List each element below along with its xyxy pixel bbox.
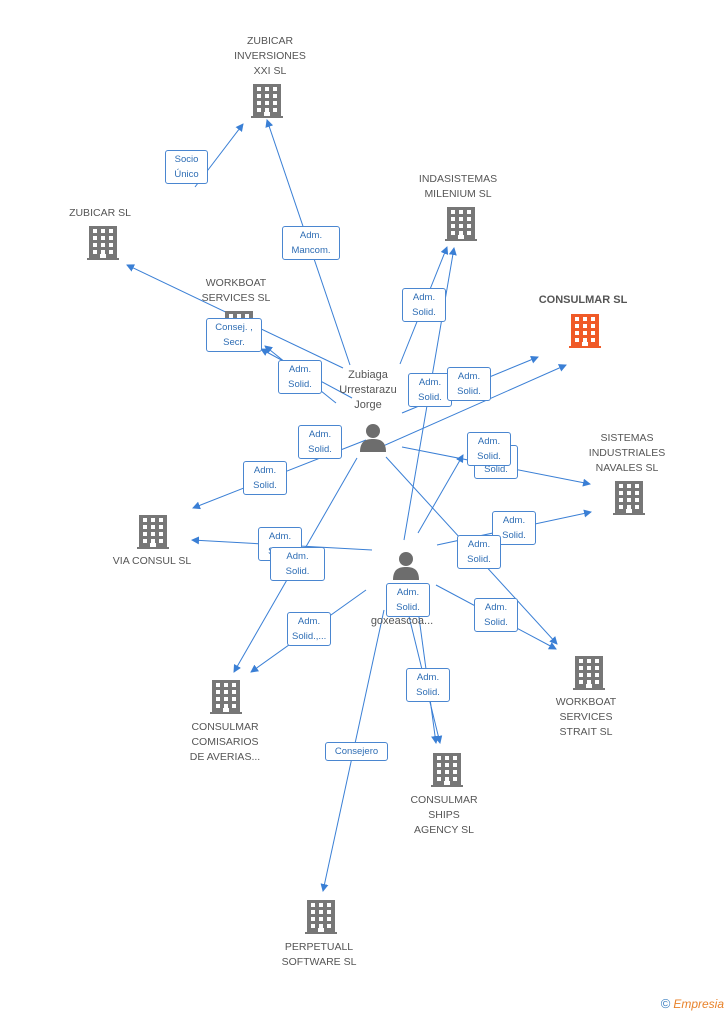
edge-label-adm-solid[interactable]: Adm. Solid.,... xyxy=(287,612,331,646)
building-icon[interactable] xyxy=(305,900,337,939)
building-icon[interactable] xyxy=(137,515,169,554)
edge-label-adm-solid[interactable]: Adm. Solid. xyxy=(278,360,322,394)
company-label-perpetuall[interactable]: PERPETUALL SOFTWARE SL xyxy=(281,941,357,968)
edge-label-adm-mancom[interactable]: Adm. Mancom. xyxy=(282,226,340,260)
company-label-ships[interactable]: CONSULMAR SHIPS AGENCY SL xyxy=(410,794,478,836)
building-icon[interactable] xyxy=(569,314,601,353)
building-icon[interactable] xyxy=(573,656,605,695)
edge-label-adm-solid[interactable]: Adm. Solid. xyxy=(447,367,491,401)
company-label-comisarios[interactable]: CONSULMAR COMISARIOS DE AVERIAS... xyxy=(189,721,261,763)
person-icon[interactable] xyxy=(391,550,421,585)
edge-label-adm-solid[interactable]: Adm. Solid. xyxy=(402,288,446,322)
person-icon[interactable] xyxy=(358,422,388,457)
edge-label-socio-unico[interactable]: Socio Único xyxy=(165,150,208,184)
company-label-zubicar-inversiones[interactable]: ZUBICAR INVERSIONES XXI SL xyxy=(234,35,306,77)
edge-label-adm-solid[interactable]: Adm. Solid. xyxy=(298,425,342,459)
edge-label-adm-solid[interactable]: Adm. Solid. xyxy=(386,583,430,617)
building-icon[interactable] xyxy=(613,481,645,520)
edge-label-adm-solid[interactable]: Adm. Solid. xyxy=(243,461,287,495)
edge-label-adm-solid[interactable]: Adm. Solid. xyxy=(467,432,511,466)
brand-name: Empresia xyxy=(673,997,724,1011)
edge-label-adm-solid[interactable]: Adm. Solid. xyxy=(457,535,501,569)
edge-line xyxy=(373,364,567,451)
copyright-icon: © xyxy=(660,996,671,1011)
edge-line xyxy=(417,454,464,534)
brand-watermark: ©Empresia xyxy=(661,996,724,1011)
edge-label-adm-solid[interactable]: Adm. Solid. xyxy=(408,373,452,407)
building-icon[interactable] xyxy=(251,84,283,123)
edge-label-adm-solid[interactable]: Adm. Solid. xyxy=(474,598,518,632)
edge-label-consejero[interactable]: Consejero xyxy=(325,742,388,761)
company-label-sistemas[interactable]: SISTEMAS INDUSTRIALES NAVALES SL xyxy=(588,432,666,474)
building-icon[interactable] xyxy=(445,207,477,246)
company-label-via-consul[interactable]: VIA CONSUL SL xyxy=(112,555,192,567)
edge-label-adm-solid[interactable]: Adm. Solid. xyxy=(406,668,450,702)
company-label-workboat-services[interactable]: WORKBOAT SERVICES SL xyxy=(201,277,271,304)
edge-label-adm-solid-multi[interactable]: Adm. Solid. xyxy=(270,547,325,581)
building-icon[interactable] xyxy=(431,753,463,792)
person-label-jorge[interactable]: Zubiaga Urrestarazu Jorge xyxy=(339,369,397,411)
building-icon[interactable] xyxy=(210,680,242,719)
company-label-indasistemas[interactable]: INDASISTEMAS MILENIUM SL xyxy=(418,173,498,200)
edge-label-consej-secr[interactable]: Consej. , Secr. xyxy=(206,318,262,352)
company-label-consulmar[interactable]: CONSULMAR SL xyxy=(538,294,628,306)
building-icon[interactable] xyxy=(87,226,119,265)
company-label-zubicar[interactable]: ZUBICAR SL xyxy=(69,207,131,219)
company-label-workboat-strait[interactable]: WORKBOAT SERVICES STRAIT SL xyxy=(555,696,617,738)
